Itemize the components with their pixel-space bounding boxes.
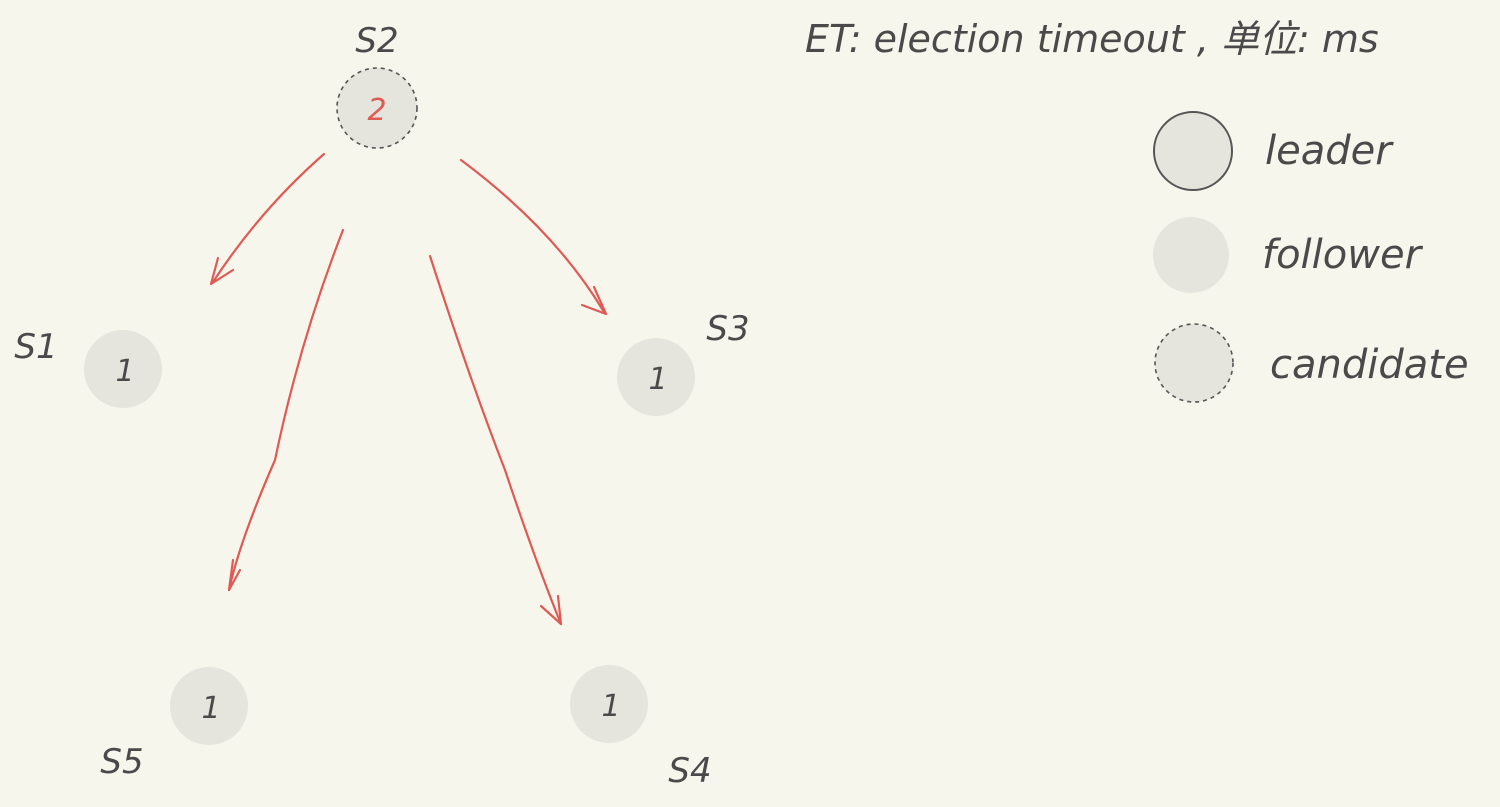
node-s3-label: S3 [706, 309, 749, 349]
arrow-s2-to-s5 [227, 228, 345, 592]
request-vote-arrows [209, 152, 608, 626]
arrow-s2-to-s1 [209, 152, 326, 286]
node-s1-term: 1 [115, 354, 134, 389]
node-s2-term: 2 [367, 93, 386, 128]
legend-label-follower: follower [1262, 232, 1424, 278]
node-s4-label: S4 [668, 751, 711, 791]
leader-swatch [1153, 111, 1233, 191]
follower-node-circle [617, 338, 695, 416]
legend-item-leader: leader [1153, 111, 1394, 191]
node-s1: 1 S1 [14, 327, 162, 408]
follower-node-circle [84, 330, 162, 408]
legend-item-follower: follower [1153, 217, 1424, 293]
node-s4: 1 S4 [570, 665, 712, 791]
node-s2-label: S2 [355, 21, 398, 61]
candidate-node-circle [336, 67, 418, 149]
node-s1-label: S1 [14, 327, 57, 367]
diagram-title: ET: election timeout , 单位: ms [805, 17, 1379, 61]
node-s5: 1 S5 [100, 667, 248, 782]
arrow-s2-to-s3 [459, 158, 608, 316]
arrow-s2-to-s4 [428, 254, 563, 626]
legend-label-leader: leader [1265, 128, 1394, 174]
node-s2: 2 S2 [336, 21, 418, 149]
candidate-swatch [1154, 323, 1234, 403]
node-s5-label: S5 [100, 742, 143, 782]
legend-item-candidate: candidate [1154, 323, 1469, 403]
legend-label-candidate: candidate [1270, 342, 1469, 388]
follower-swatch [1153, 217, 1229, 293]
node-s3-term: 1 [648, 362, 667, 397]
follower-node-circle [570, 665, 648, 743]
node-s4-term: 1 [601, 689, 620, 724]
node-s5-term: 1 [201, 691, 220, 726]
legend: leader follower candidate [1153, 111, 1469, 403]
node-s3: 1 S3 [617, 309, 750, 416]
follower-node-circle [170, 667, 248, 745]
